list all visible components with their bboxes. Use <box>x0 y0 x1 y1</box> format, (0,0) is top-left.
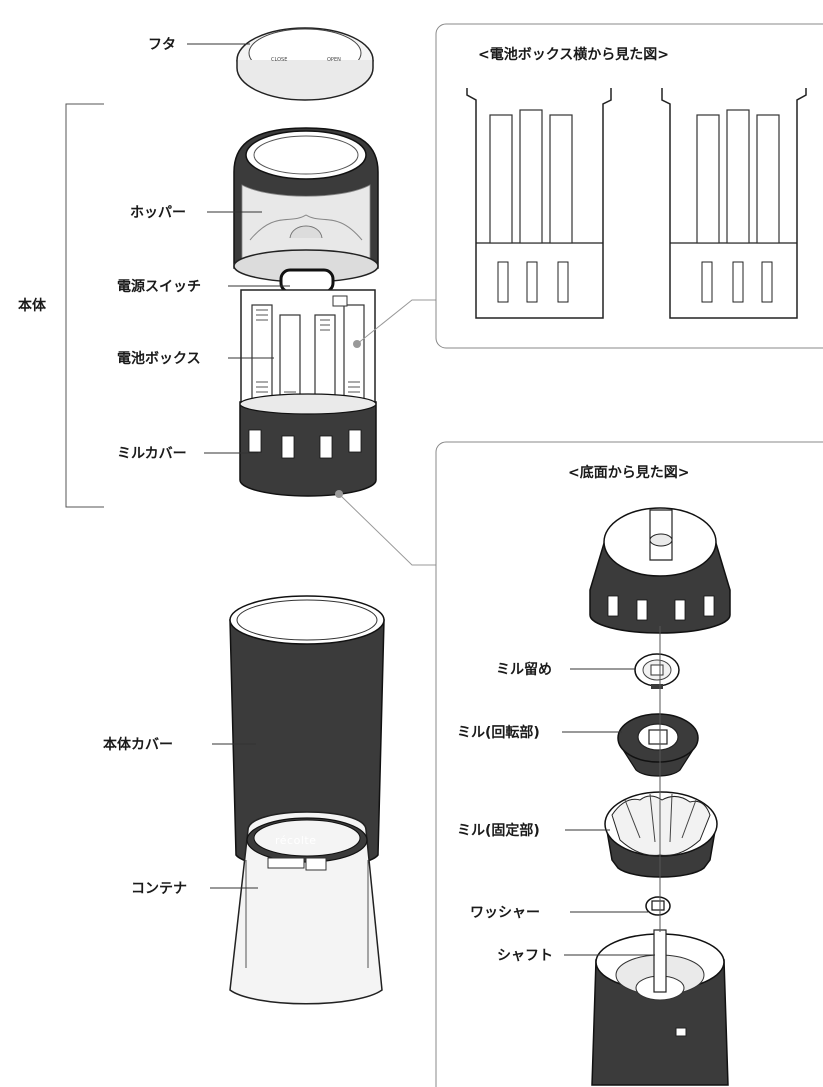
body-cover-illustration <box>229 595 385 870</box>
mill-rotating-label: ミル(回転部) <box>457 725 540 741</box>
brand-logo: récolte <box>275 834 317 847</box>
power-switch-label: 電源スイッチ <box>117 279 201 295</box>
mill-stopper-label: ミル留め <box>496 662 552 678</box>
main-body-label: 本体 <box>18 298 46 314</box>
shaft-label: シャフト <box>497 948 553 964</box>
lid-illustration <box>236 27 374 101</box>
hopper-illustration <box>233 127 379 294</box>
battery-box-illustration <box>240 289 376 403</box>
bottom-view-connector-line <box>338 493 436 566</box>
washer-label: ワッシャー <box>470 905 540 921</box>
battery-box-label: 電池ボックス <box>117 351 201 367</box>
side-view-connector-line <box>356 299 436 345</box>
washer-illustration <box>645 896 671 916</box>
lid-close-marking: CLOSE <box>271 57 288 63</box>
container-label: コンテナ <box>131 881 187 897</box>
hopper-label: ホッパー <box>130 205 186 221</box>
container-illustration <box>229 811 383 1005</box>
bottom-view-title: <底面から見た図> <box>568 465 690 481</box>
power-switch-button <box>279 268 335 294</box>
mill-rotating-illustration <box>617 713 699 777</box>
side-view-title: <電池ボックス横から見た図> <box>478 47 670 63</box>
lid-label: フタ <box>148 37 176 53</box>
mill-cover-label: ミルカバー <box>117 446 187 462</box>
mill-fixed-label: ミル(固定部) <box>457 823 540 839</box>
mill-fixed-illustration <box>604 791 718 878</box>
lid-open-marking: OPEN <box>327 57 341 63</box>
side-view-right-illustration <box>661 88 807 319</box>
shaft-base-illustration <box>591 929 729 1086</box>
mill-stopper-illustration <box>634 653 680 689</box>
mill-cover-bottom-illustration <box>589 507 731 634</box>
side-view-left-illustration <box>466 88 612 319</box>
body-cover-label: 本体カバー <box>103 737 173 753</box>
main-body-bracket <box>65 103 104 508</box>
mill-cover-illustration <box>239 393 377 497</box>
